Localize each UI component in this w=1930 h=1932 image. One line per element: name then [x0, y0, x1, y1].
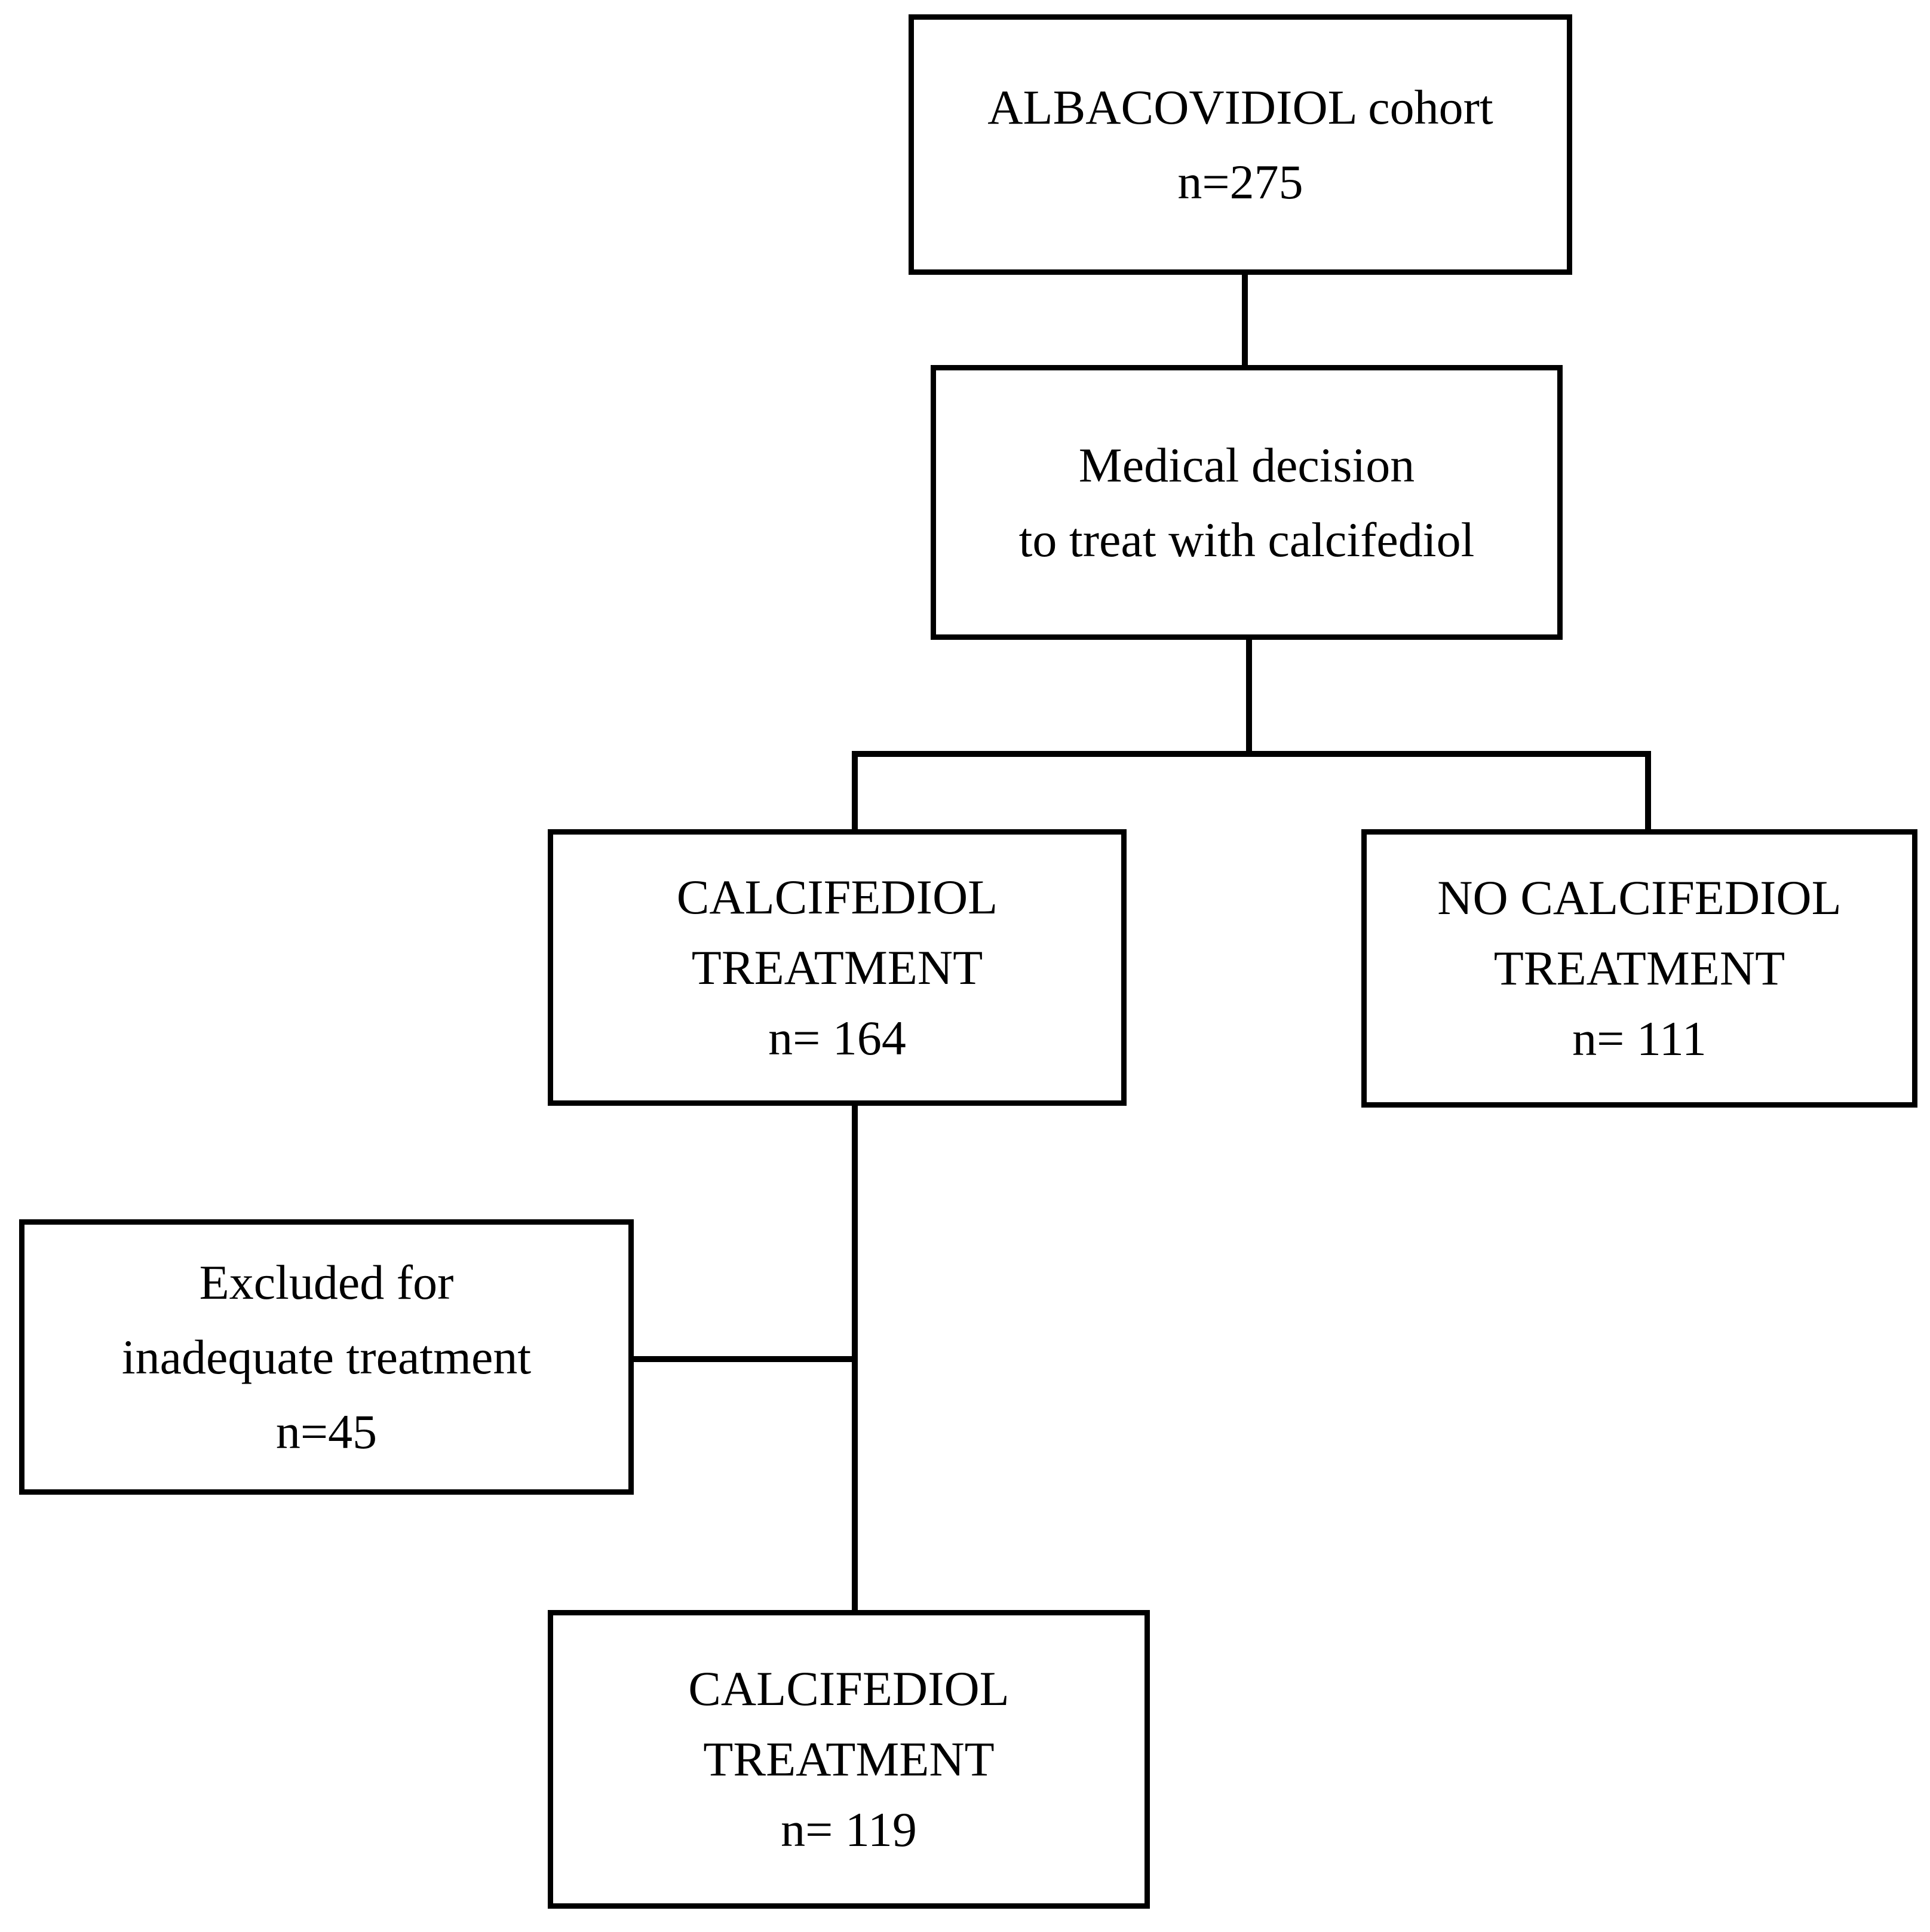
cohort-line-1: ALBACOVIDIOL cohort	[987, 80, 1493, 134]
edge-branch-to-treated	[852, 751, 858, 832]
box-final-calcifediol-treatment: CALCIFEDIOL TREATMENT n= 119	[548, 1610, 1150, 1909]
final-line-1: CALCIFEDIOL	[688, 1661, 1010, 1716]
treated-line-3: n= 164	[768, 1010, 906, 1065]
cohort-line-2: n=275	[1177, 155, 1303, 209]
final-line-3: n= 119	[781, 1802, 917, 1857]
box-excluded: Excluded for inadequate treatment n=45	[19, 1219, 634, 1495]
box-medical-decision: Medical decision to treat with calcifedi…	[931, 365, 1563, 640]
excluded-line-3: n=45	[275, 1404, 378, 1459]
edge-decision-stem	[1246, 636, 1252, 756]
box-no-calcifediol-treatment: NO CALCIFEDIOL TREATMENT n= 111	[1361, 829, 1917, 1108]
box-cohort: ALBACOVIDIOL cohort n=275	[909, 14, 1572, 275]
untreated-line-2: TREATMENT	[1493, 941, 1785, 995]
decision-line-2: to treat with calcifediol	[1018, 513, 1475, 567]
untreated-line-3: n= 111	[1572, 1011, 1707, 1066]
excluded-line-1: Excluded for	[199, 1255, 454, 1310]
edge-to-excluded	[628, 1356, 855, 1362]
excluded-line-2: inadequate treatment	[121, 1330, 532, 1384]
final-line-2: TREATMENT	[703, 1732, 995, 1786]
treated-line-2: TREATMENT	[691, 940, 983, 995]
edge-branch-to-untreated	[1645, 751, 1651, 832]
edge-branch-horizontal	[852, 751, 1651, 757]
edge-cohort-to-decision	[1242, 272, 1248, 367]
treated-line-1: CALCIFEDIOL	[676, 869, 998, 924]
decision-line-1: Medical decision	[1078, 438, 1415, 492]
box-calcifediol-treatment: CALCIFEDIOL TREATMENT n= 164	[548, 829, 1127, 1106]
untreated-line-1: NO CALCIFEDIOL	[1437, 870, 1842, 925]
